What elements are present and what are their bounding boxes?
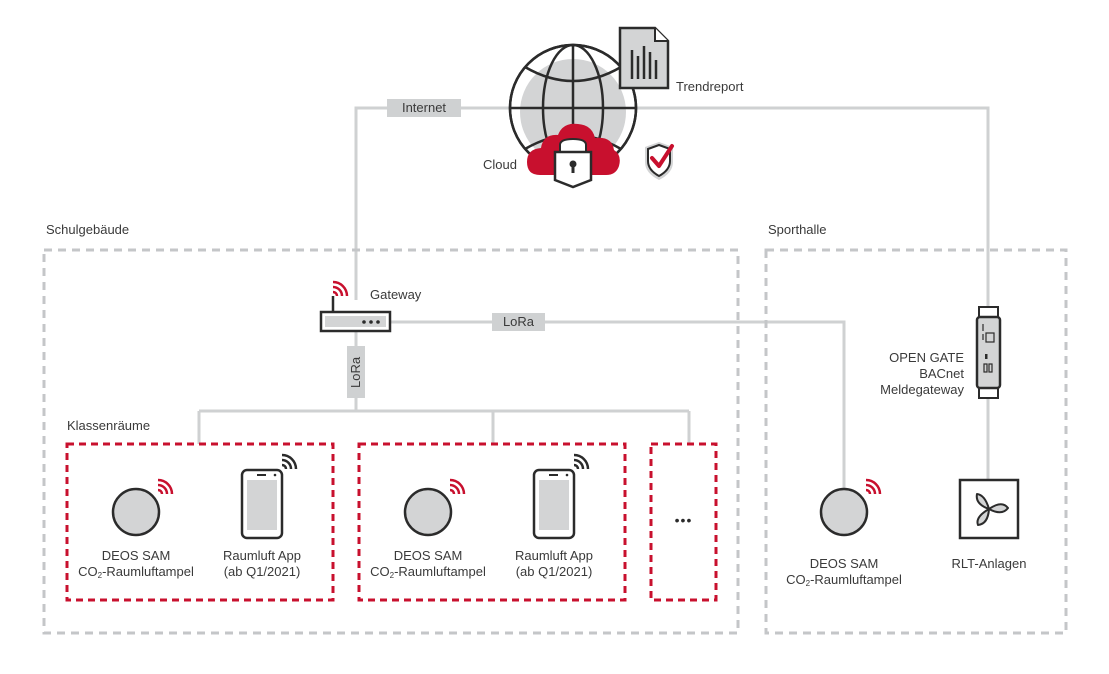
co2-sensor-label-classroom-1: DEOS SAM CO2-Raumluftampel: [78, 548, 194, 580]
ventilation-fan-icon: [958, 478, 1020, 540]
classroom-box-1: [65, 442, 335, 602]
cloud-lock-icon: [527, 123, 620, 189]
document-chart-icon: [618, 26, 670, 90]
cloud-label: Cloud: [483, 157, 517, 172]
shield-check-icon: [645, 142, 674, 180]
schulgebaeude-title: Schulgebäude: [46, 222, 130, 237]
trendreport-label: Trendreport: [676, 79, 744, 94]
smartphone-app-icon-classroom-2: [532, 453, 590, 540]
co2-sensor-icon-sporthalle: [819, 478, 882, 537]
lora-tag-horizontal: LoRa: [492, 313, 545, 331]
open-gate-device-icon: [975, 306, 1002, 399]
classrooms-title: Klassenräume: [67, 418, 151, 433]
smartphone-app-icon-classroom-1: [240, 453, 298, 540]
internet-connection-line: [354, 106, 990, 307]
classroom-box-2: [357, 442, 627, 602]
app-label-classroom-1: Raumluft App (ab Q1/2021): [222, 548, 302, 579]
schulgebaeude-boundary: [42, 248, 740, 635]
app-label-classroom-2: Raumluft App (ab Q1/2021): [514, 548, 594, 579]
sporthalle-boundary: [764, 248, 1068, 635]
rlt-anlagen-label: RLT-Anlagen: [951, 556, 1027, 571]
internet-tag: Internet: [387, 99, 461, 117]
lora-tag-vertical: LoRa: [347, 346, 365, 398]
gateway-label: Gateway: [370, 287, 422, 302]
classroom-box-more: [649, 442, 718, 602]
lora-connection-sporthalle: [390, 320, 846, 488]
co2-sensor-icon-classroom-2: [403, 478, 466, 537]
gateway-router-icon: [319, 280, 392, 333]
more-classrooms-ellipsis: •••: [674, 512, 693, 528]
co2-sensor-label-classroom-2: DEOS SAM CO2-Raumluftampel: [370, 548, 486, 580]
open-gate-label: OPEN GATE BACnet Meldegateway: [880, 350, 964, 397]
co2-sensor-icon-classroom-1: [111, 478, 174, 537]
co2-sensor-label-sporthalle: DEOS SAM CO2-Raumluftampel: [786, 556, 902, 588]
sporthalle-title: Sporthalle: [768, 222, 827, 237]
